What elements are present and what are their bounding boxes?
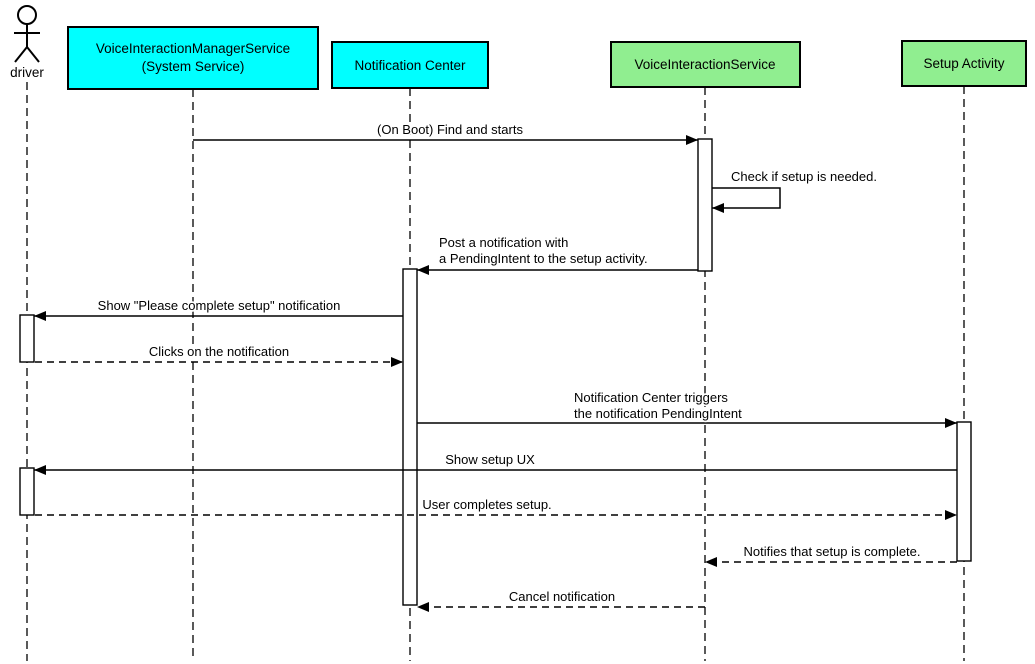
message-label-line2: a PendingIntent to the setup activity. [439,251,648,266]
message-notifies-setup-complete: Notifies that setup is complete. [705,542,957,567]
message-show-setup-ux: Show setup UX [34,450,957,475]
message-label-line1: Post a notification with [439,235,568,250]
activation-driver-2 [19,467,35,516]
message-label: Clicks on the notification [149,344,289,359]
activation-voice-interaction-service [697,138,713,272]
message-label: Notifies that setup is complete. [743,544,920,559]
participant-label-line1: VoiceInteractionManagerService [96,41,290,56]
participant-box [331,41,489,89]
actor-driver: driver [10,5,44,80]
message-label: Cancel notification [509,589,615,604]
message-post-a-notification: Post a notification with a PendingIntent… [417,233,698,275]
participant-box [901,40,1027,87]
participant-box [610,41,801,88]
message-label: (On Boot) Find and starts [377,122,523,137]
actor-head-icon [17,5,37,25]
activation-driver-1 [19,314,35,363]
participant-label-line2: (System Service) [142,59,245,74]
participant-label: Setup Activity [923,56,1004,71]
participant-voice-interaction-manager-service: VoiceInteractionManagerService (System S… [67,26,319,90]
activation-setup-activity [956,421,972,562]
message-check-if-setup-is-needed: Check if setup is needed. [712,167,879,213]
message-cancel-notification: Cancel notification [417,587,705,612]
participant-voice-interaction-service: VoiceInteractionService [610,41,801,88]
participant-notification-center: Notification Center [331,41,489,89]
message-user-completes-setup: User completes setup. [35,495,957,520]
message-label: Show "Please complete setup" notificatio… [98,298,341,313]
message-show-please-complete-setup-notification: Show "Please complete setup" notificatio… [34,296,403,321]
message-label: Check if setup is needed. [731,169,877,184]
message-label-line1: Notification Center triggers [574,390,728,405]
participant-label: Notification Center [354,58,466,73]
participant-box [67,26,319,90]
actor-label: driver [10,65,44,80]
actor-leg-right-icon [26,46,40,63]
actor-leg-left-icon [14,46,28,63]
participant-label: VoiceInteractionService [634,57,775,72]
message-clicks-on-the-notification: Clicks on the notification [35,342,403,367]
message-notification-center-triggers-pendingintent: Notification Center triggers the notific… [417,388,957,428]
self-message-arrow [712,187,781,213]
message-label-line2: the notification PendingIntent [574,406,742,421]
message-label: User completes setup. [422,497,551,512]
message-on-boot-find-and-starts: (On Boot) Find and starts [193,120,698,145]
activation-notification-center [402,268,418,606]
message-label: Show setup UX [445,452,535,467]
participant-setup-activity: Setup Activity [901,40,1027,87]
activation-bars [19,138,972,606]
